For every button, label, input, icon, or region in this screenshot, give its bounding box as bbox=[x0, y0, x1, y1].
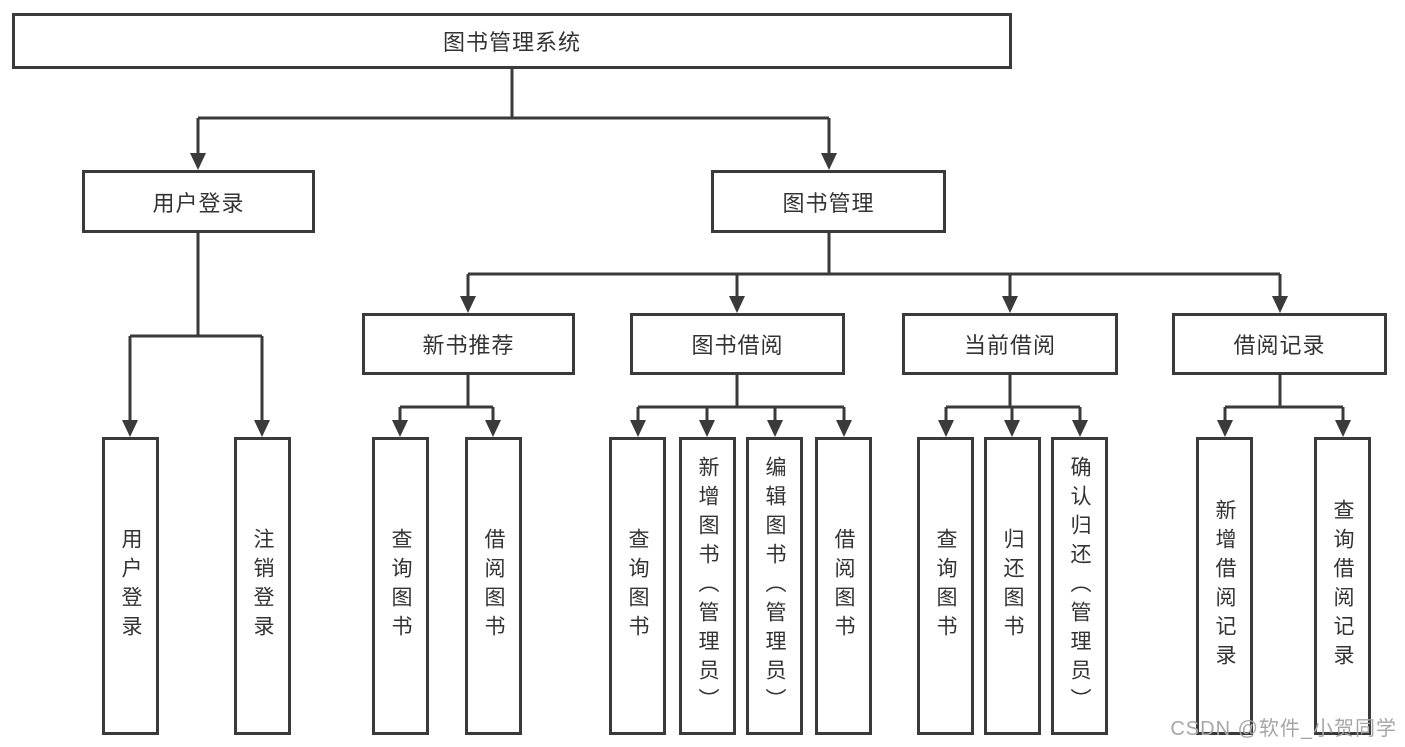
node-new-book-recommend: 新书推荐 bbox=[362, 313, 575, 375]
leaf-current-confirm-return-admin: 确认归还（管理员） bbox=[1051, 437, 1108, 735]
leaf-logout: 注销登录 bbox=[234, 437, 291, 735]
leaf-current-query-books: 查询图书 bbox=[917, 437, 974, 735]
node-borrow-records: 借阅记录 bbox=[1172, 313, 1387, 375]
csdn-watermark: CSDN @软件_小贺同学 bbox=[1170, 718, 1397, 740]
leaf-user-login: 用户登录 bbox=[102, 437, 159, 735]
leaf-records-add-record: 新增借阅记录 bbox=[1196, 437, 1253, 735]
leaf-borrow-edit-books-admin: 编辑图书（管理员） bbox=[746, 437, 803, 735]
node-book-management: 图书管理 bbox=[711, 170, 946, 233]
leaf-newbook-borrow-books: 借阅图书 bbox=[465, 437, 522, 735]
node-current-borrow: 当前借阅 bbox=[902, 313, 1118, 375]
leaf-borrow-add-books-admin: 新增图书（管理员） bbox=[679, 437, 736, 735]
node-book-borrow: 图书借阅 bbox=[630, 313, 845, 375]
leaf-records-query-record: 查询借阅记录 bbox=[1314, 437, 1371, 735]
leaf-current-return-books: 归还图书 bbox=[984, 437, 1041, 735]
node-library-management-system: 图书管理系统 bbox=[12, 13, 1012, 69]
leaf-newbook-query-books: 查询图书 bbox=[372, 437, 429, 735]
leaf-borrow-borrow-books: 借阅图书 bbox=[815, 437, 872, 735]
node-user-login: 用户登录 bbox=[82, 170, 315, 233]
leaf-borrow-query-books: 查询图书 bbox=[609, 437, 666, 735]
